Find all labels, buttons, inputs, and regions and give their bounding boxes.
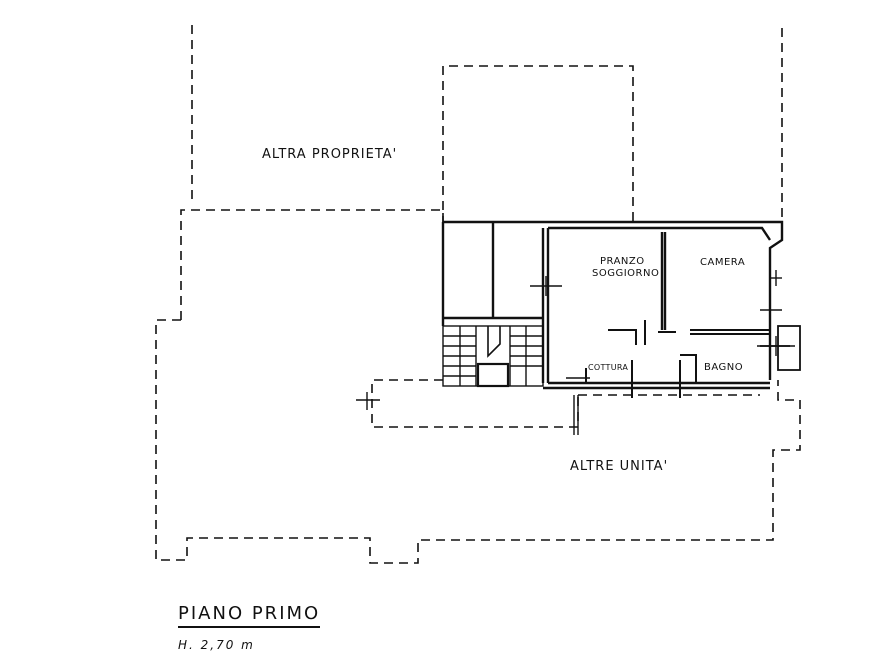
label-pranzo: PRANZO — [600, 256, 645, 267]
label-camera: CAMERA — [700, 257, 745, 268]
label-bagno: BAGNO — [704, 362, 743, 373]
right-bay — [760, 325, 801, 371]
label-altre-unita: ALTRE UNITA' — [570, 459, 668, 474]
window-markers — [356, 270, 795, 435]
label-soggiorno: SOGGIORNO — [592, 268, 659, 279]
internal-partitions — [585, 300, 771, 398]
drawing-title: PIANO PRIMO — [178, 603, 321, 628]
unit-walls — [441, 220, 784, 390]
staircase — [442, 325, 544, 388]
label-altra-proprieta: ALTRA PROPRIETA' — [262, 147, 397, 162]
label-cottura: COTTURA — [588, 363, 628, 372]
height-note: H. 2,70 m — [178, 638, 255, 652]
altra-proprieta-boundary — [191, 25, 783, 225]
